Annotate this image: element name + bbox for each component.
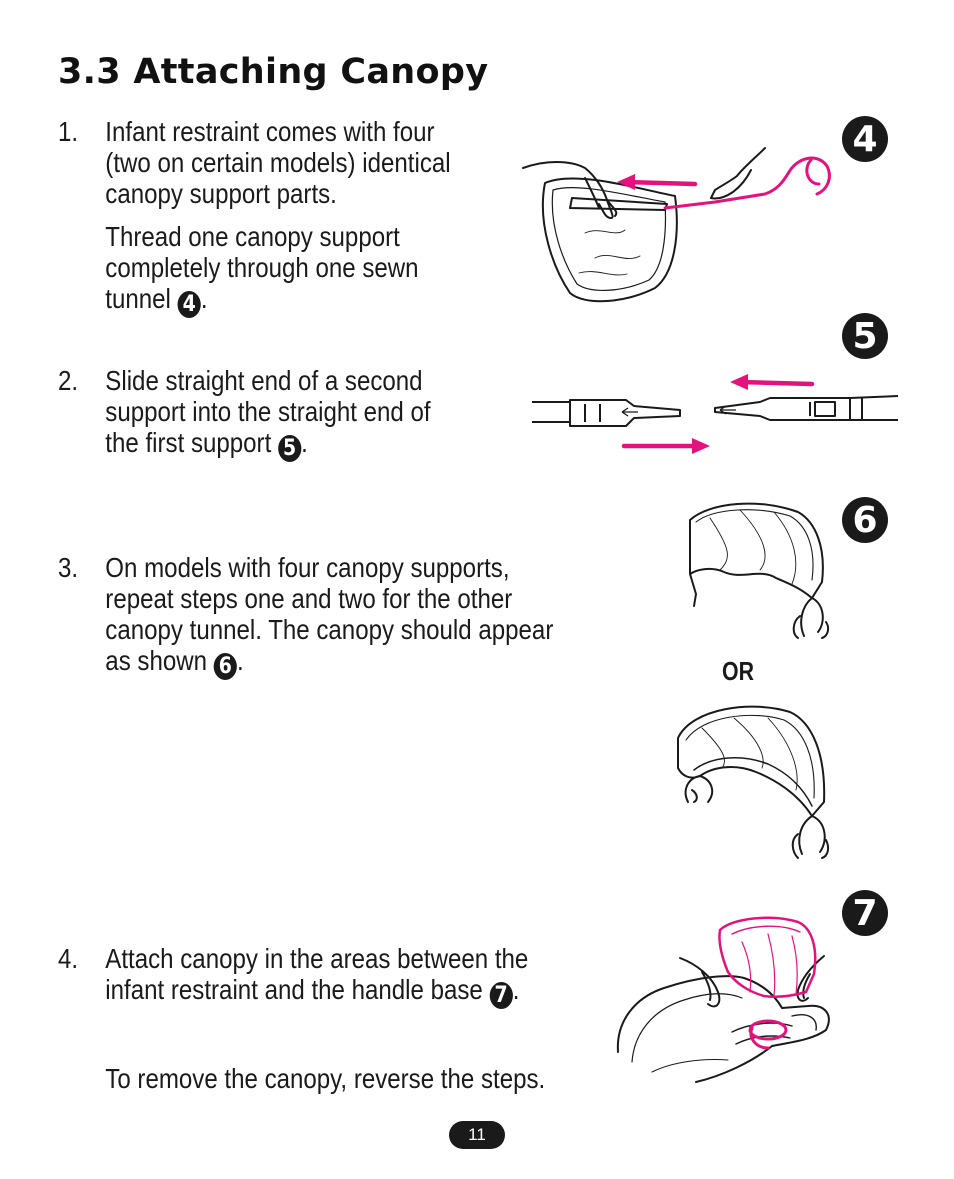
- step-4: 4. Attach canopy in the areas between th…: [58, 943, 545, 1094]
- step-text: Slide straight end of a second support i…: [105, 365, 431, 462]
- step-number: 1.: [58, 116, 79, 147]
- step-subtext: Thread one canopy support completely thr…: [105, 221, 419, 318]
- page-number-badge: 11: [449, 1121, 505, 1149]
- step-1: 1. Infant restraint comes with four (two…: [58, 116, 451, 318]
- figure-ref-icon: 6: [213, 653, 237, 680]
- figure-4-badge: 4: [842, 116, 888, 162]
- step-number: 2.: [58, 365, 79, 396]
- figure-7-badge: 7: [842, 890, 888, 936]
- step-3: 3. On models with four canopy supports, …: [58, 552, 553, 680]
- figure-ref-icon: 7: [489, 982, 513, 1009]
- figure-6-canopy-four-supports-illustration: [677, 705, 830, 859]
- step-text: Infant restraint comes with four (two on…: [105, 116, 451, 209]
- page-title: 3.3 Attaching Canopy: [58, 52, 489, 92]
- step-number: 3.: [58, 552, 79, 583]
- step-2: 2. Slide straight end of a second suppor…: [58, 365, 431, 462]
- step-text: Attach canopy in the areas between the i…: [105, 943, 529, 1009]
- step-text: On models with four canopy supports, rep…: [105, 552, 554, 680]
- figure-6-canopy-two-supports-illustration: [689, 502, 830, 639]
- figure-5-badge: 5: [842, 313, 888, 359]
- figure-5-join-supports-illustration: [532, 374, 899, 454]
- figure-4-thread-support-illustration: [522, 147, 831, 303]
- figure-ref-icon: 5: [277, 435, 302, 462]
- figure-6-badge: 6: [842, 497, 888, 543]
- step-note: To remove the canopy, reverse the steps.: [105, 1063, 546, 1094]
- step-number: 4.: [58, 943, 79, 974]
- figure-7-attach-canopy-illustration: [616, 916, 830, 1083]
- or-label: OR: [722, 656, 754, 686]
- figure-ref-icon: 4: [177, 291, 201, 318]
